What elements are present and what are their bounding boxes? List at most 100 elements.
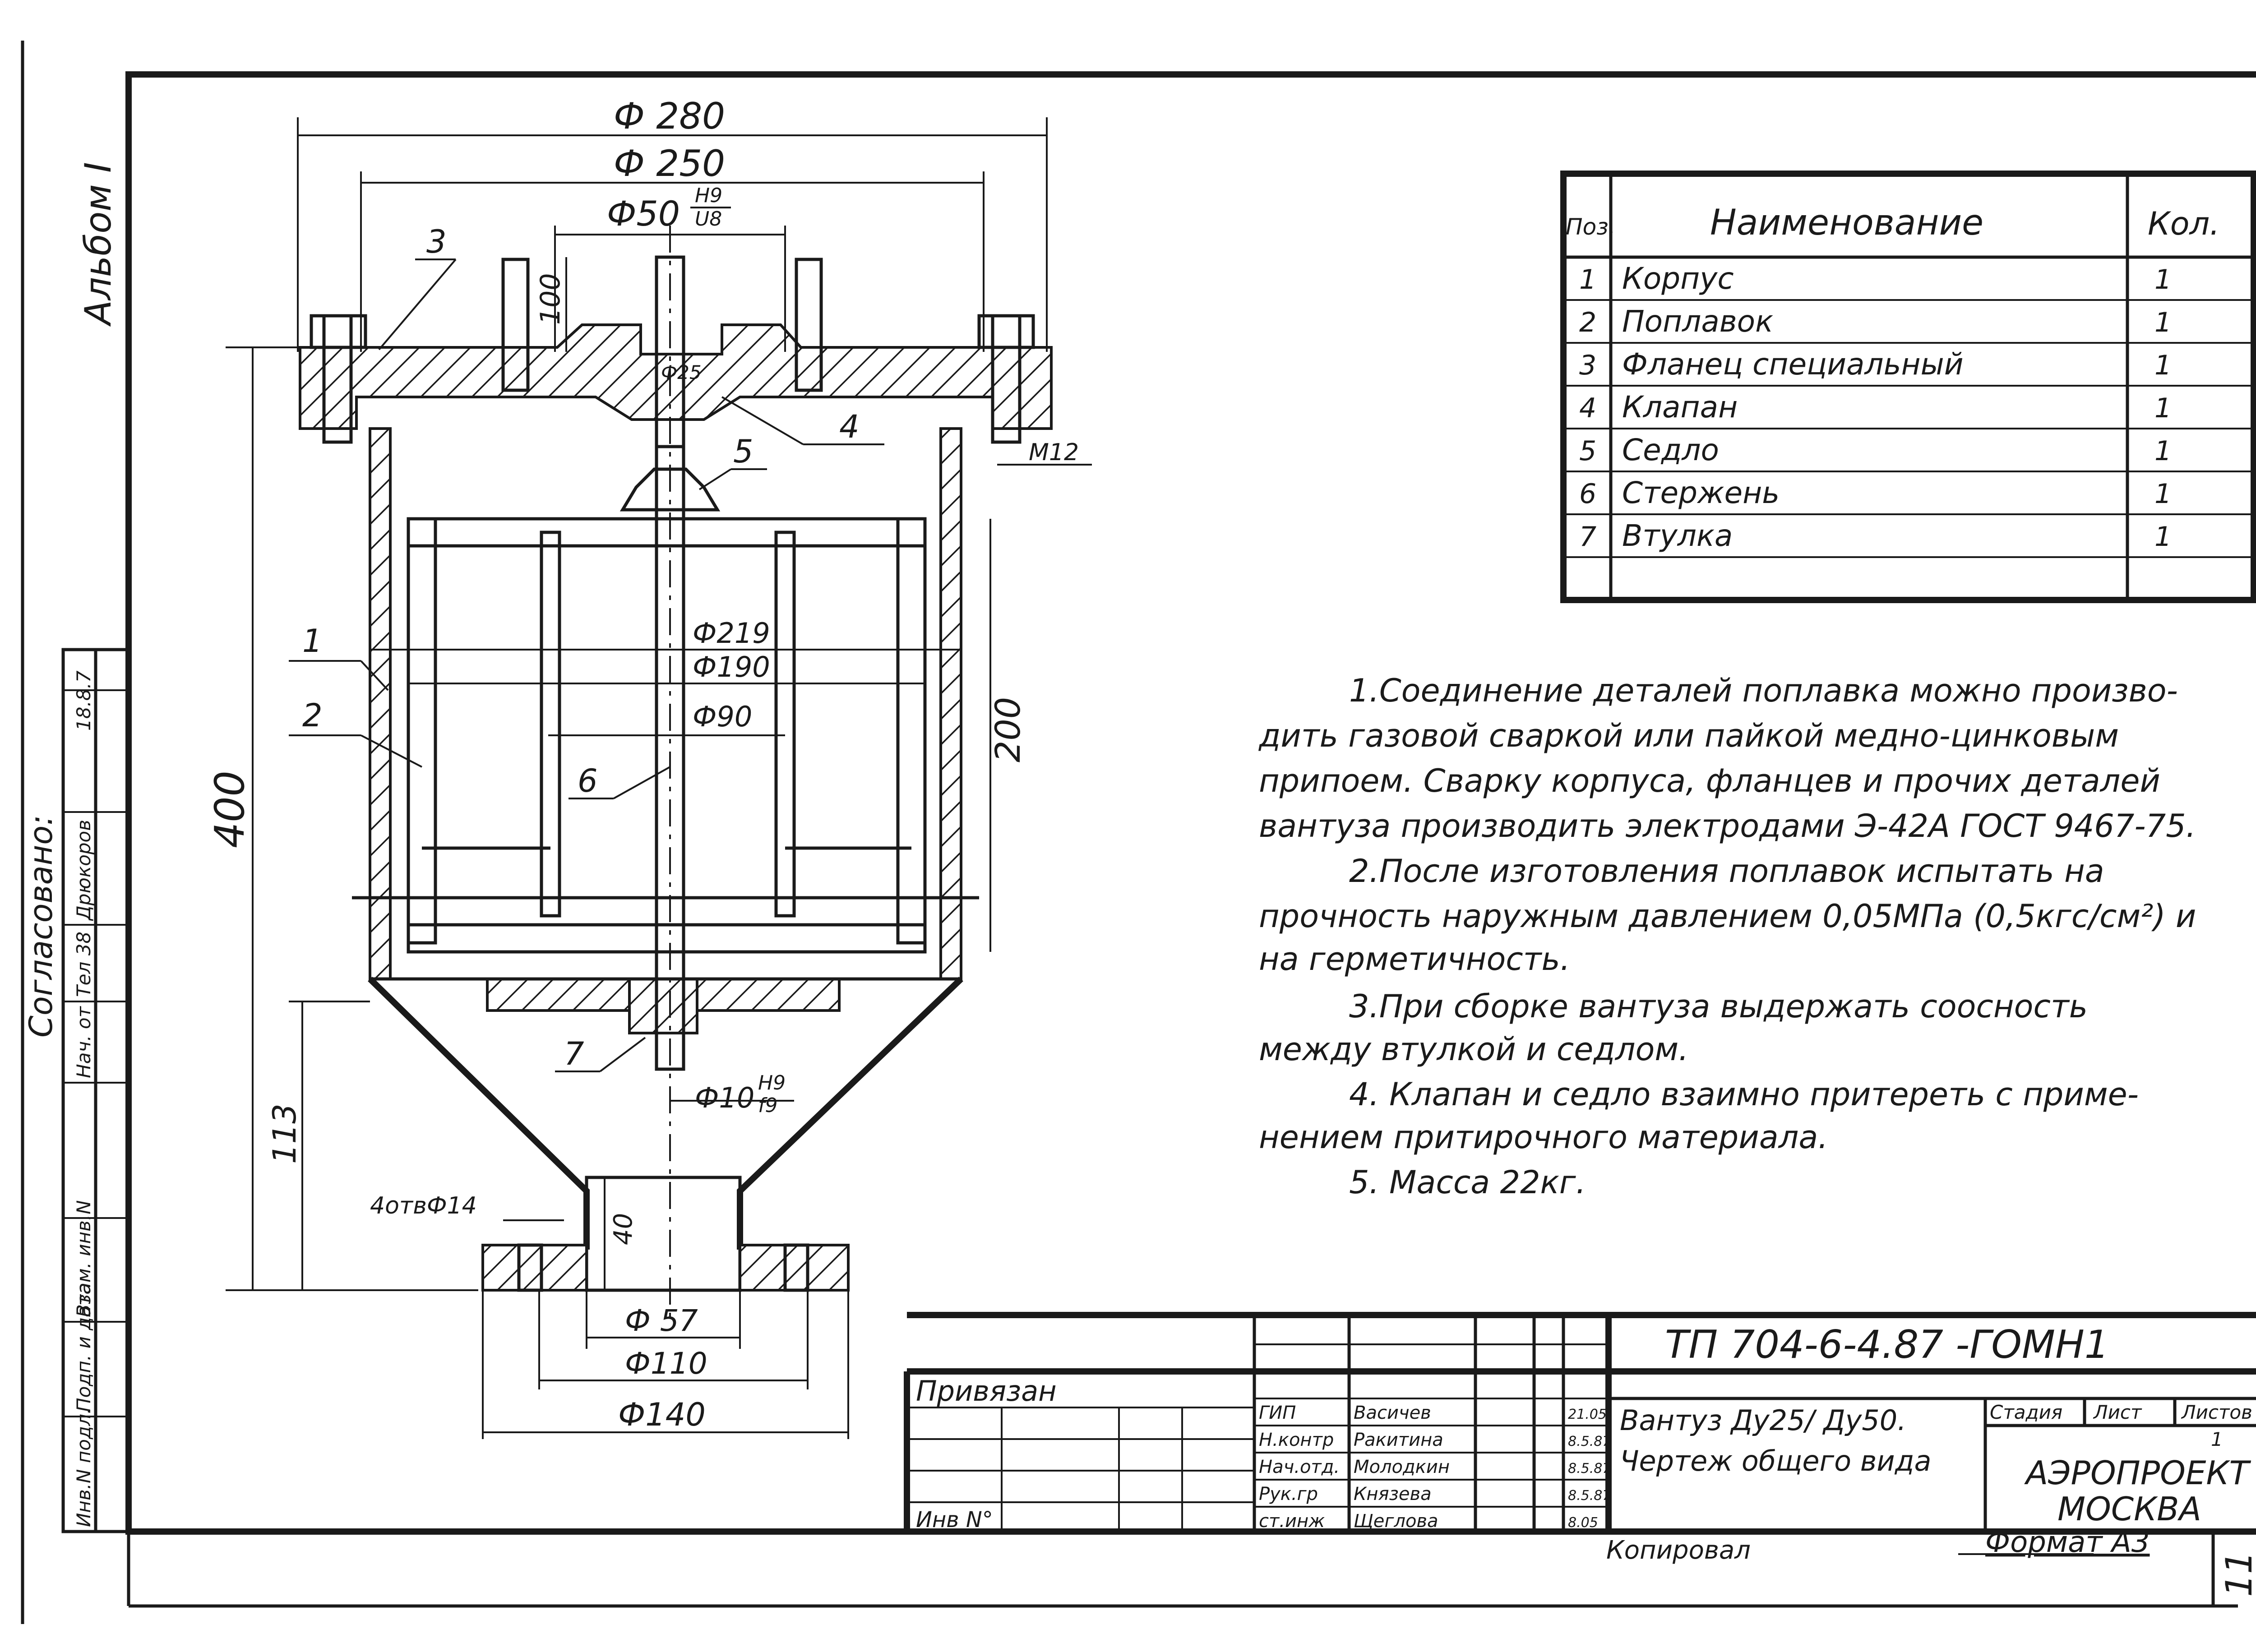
doc-title-1: Вантуз Ду25/ Ду50. bbox=[1620, 1404, 1906, 1437]
staff-role-4: Рук.гр bbox=[1259, 1484, 1318, 1504]
sheet-label: Лист bbox=[2093, 1401, 2142, 1423]
leader-6: 6 bbox=[578, 762, 598, 799]
part-leaders: 1 2 3 4 5 6 7 bbox=[289, 223, 884, 1072]
note-line-1: 1.Соединение деталей поплавка можно прои… bbox=[1349, 672, 2178, 709]
note-line-10: 4. Клапан и седло взаимно притереть с пр… bbox=[1349, 1076, 2139, 1113]
leader-2: 2 bbox=[302, 697, 323, 734]
sheets-label: Листов bbox=[2181, 1401, 2252, 1423]
dim-d50: Ф50 bbox=[607, 194, 680, 234]
note-line-12: 5. Масса 22кг. bbox=[1349, 1164, 1586, 1201]
stage-label: Стадия bbox=[1990, 1401, 2062, 1423]
table-row-3-qty: 1 bbox=[2154, 350, 2172, 381]
agreed-name: Дрюкоров bbox=[73, 820, 95, 921]
table-row-1-name: Корпус bbox=[1622, 261, 1734, 296]
table-row-1-qty: 1 bbox=[2154, 264, 2172, 295]
dim-d219: Ф219 bbox=[693, 617, 770, 650]
cell-inv-original: Инв.N подл. bbox=[73, 1408, 95, 1527]
dim-h113: 113 bbox=[266, 1103, 303, 1164]
inv-label: Инв N° bbox=[916, 1507, 993, 1532]
side-agreement-block: Согласовано: Нач. от Тел 38 Дрюкоров 18.… bbox=[23, 648, 130, 1533]
table-header-name: Наименование bbox=[1710, 203, 1983, 243]
note-line-7: на герметичность. bbox=[1259, 941, 1570, 978]
dim-m12: М12 bbox=[1029, 439, 1079, 466]
dim-fit-10-top: H9 bbox=[758, 1071, 786, 1094]
staff-name-2: Ракитина bbox=[1354, 1430, 1443, 1450]
staff-name-4: Князева bbox=[1354, 1484, 1432, 1504]
table-row-3-name: Фланец специальный bbox=[1622, 347, 1964, 382]
table-row-6-name: Стержень bbox=[1622, 475, 1780, 510]
copied-label: Копировал bbox=[1606, 1536, 1751, 1565]
table-row-1-pos: 1 bbox=[1579, 264, 1596, 295]
note-line-6: прочность наружным давлением 0,05МПа (0,… bbox=[1259, 898, 2196, 935]
table-row-5-qty: 1 bbox=[2154, 435, 2172, 467]
leader-1: 1 bbox=[302, 623, 323, 660]
agreed-role: Нач. от bbox=[73, 1006, 95, 1078]
table-header-qty: Кол. bbox=[2148, 205, 2220, 242]
cell-sign-date: Подп. и дата bbox=[73, 1283, 95, 1412]
dim-d280: Ф 280 bbox=[614, 95, 725, 137]
dim-d250: Ф 250 bbox=[614, 143, 725, 185]
table-header-pos: Поз. bbox=[1566, 214, 1616, 240]
bound-label: Привязан bbox=[916, 1375, 1057, 1407]
air-valve-section-view bbox=[299, 226, 1053, 1317]
note-line-5: 2.После изготовления поплавок испытать н… bbox=[1349, 853, 2104, 890]
dim-fit-10-bottom: f9 bbox=[758, 1094, 777, 1117]
format-label: Формат А3 bbox=[1985, 1526, 2150, 1559]
staff-date-4: 8.5.87 bbox=[1568, 1488, 1611, 1504]
dim-d90: Ф90 bbox=[693, 700, 752, 733]
table-row-4-name: Клапан bbox=[1622, 390, 1738, 425]
staff-role-3: Нач.отд. bbox=[1259, 1457, 1340, 1477]
table-row-6-pos: 6 bbox=[1579, 478, 1596, 510]
document-code: ТП 704-6-4.87 -ГОМН1 bbox=[1665, 1322, 2109, 1367]
table-row-2-qty: 1 bbox=[2154, 307, 2172, 338]
table-row-6-qty: 1 bbox=[2154, 478, 2172, 510]
sheets-value: 1 bbox=[2211, 1428, 2223, 1450]
agreed-title: Согласовано: bbox=[23, 815, 60, 1038]
table-row-3-pos: 3 bbox=[1579, 350, 1596, 381]
staff-date-3: 8.5.87 bbox=[1568, 1461, 1611, 1477]
table-row-5-pos: 5 bbox=[1579, 435, 1596, 467]
technical-notes: 1.Соединение деталей поплавка можно прои… bbox=[1258, 672, 2196, 1201]
note-line-4: вантуза производить электродами Э-42А ГО… bbox=[1259, 808, 2196, 844]
note-line-8: 3.При сборке вантуза выдержать соосность bbox=[1349, 988, 2088, 1025]
dim-d190: Ф190 bbox=[693, 651, 770, 683]
dim-d140: Ф140 bbox=[618, 1396, 706, 1433]
parts-table: Поз. Наименование Кол. 1 Корпус 1 2 Попл… bbox=[1560, 171, 2256, 603]
staff-role-5: ст.инж bbox=[1259, 1511, 1325, 1532]
staff-role-1: ГИП bbox=[1259, 1403, 1296, 1423]
leader-5: 5 bbox=[733, 433, 754, 470]
table-row-2-pos: 2 bbox=[1579, 307, 1596, 338]
org-name-1: АЭРОПРОЕКТ bbox=[2024, 1454, 2251, 1492]
title-block: ТП 704-6-4.87 -ГОМН1 Привязан Инв N° ГИП… bbox=[904, 1312, 2256, 1532]
dim-fit-50-top: H9 bbox=[695, 184, 722, 207]
agreed-date: 18.8.7 bbox=[73, 670, 95, 731]
staff-name-1: Васичев bbox=[1354, 1403, 1431, 1423]
dim-d10: Ф10 bbox=[695, 1081, 754, 1114]
leader-7: 7 bbox=[564, 1035, 584, 1072]
dimension-lines: Ф 280 Ф 250 Ф50 H9 U8 Ф25 100 М12 Ф219 Ф… bbox=[206, 95, 1092, 1439]
leader-3: 3 bbox=[426, 223, 447, 260]
album-label: Альбом I bbox=[77, 162, 119, 327]
table-row-4-qty: 1 bbox=[2154, 392, 2172, 424]
staff-role-2: Н.контр bbox=[1259, 1430, 1334, 1450]
staff-date-5: 8.05 bbox=[1568, 1515, 1598, 1531]
dim-h100: 100 bbox=[535, 273, 566, 325]
note-line-2: дить газовой сваркой или пайкой медно-ци… bbox=[1258, 717, 2119, 754]
leader-4: 4 bbox=[839, 408, 860, 445]
dim-d57: Ф 57 bbox=[625, 1303, 698, 1338]
dim-holes: 4отвФ14 bbox=[370, 1192, 477, 1219]
table-row-7-name: Втулка bbox=[1622, 518, 1733, 553]
dim-h40: 40 bbox=[609, 1213, 638, 1245]
staff-name-5: Щеглова bbox=[1354, 1511, 1438, 1532]
dim-h400: 400 bbox=[206, 771, 254, 848]
staff-date-2: 8.5.87 bbox=[1568, 1434, 1611, 1449]
dim-d25: Ф25 bbox=[661, 361, 702, 383]
table-row-5-name: Седло bbox=[1622, 433, 1719, 467]
note-line-11: нением притирочного материала. bbox=[1259, 1119, 1828, 1156]
table-row-7-pos: 7 bbox=[1579, 521, 1596, 553]
dim-d110: Ф110 bbox=[625, 1346, 707, 1381]
note-line-9: между втулкой и седлом. bbox=[1259, 1031, 1688, 1068]
table-row-7-qty: 1 bbox=[2154, 521, 2172, 553]
dim-fit-50-bottom: U8 bbox=[695, 208, 722, 231]
